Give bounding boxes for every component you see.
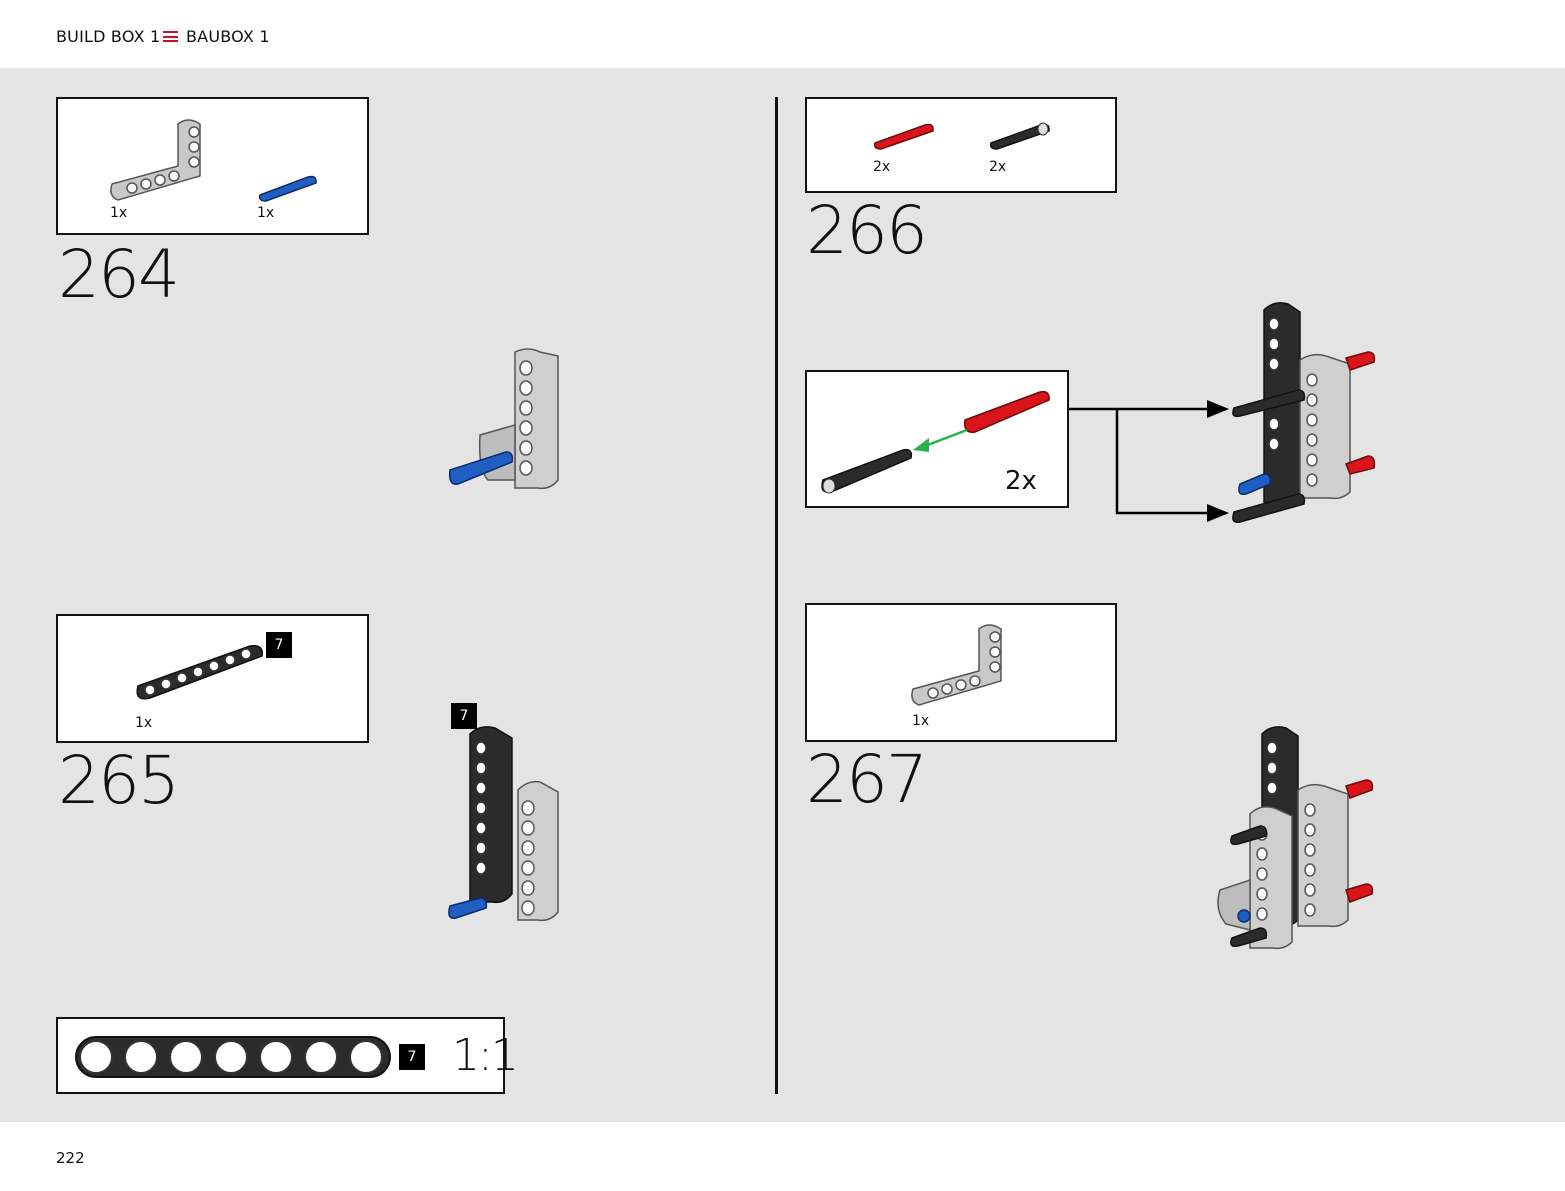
column-divider [775,97,778,1094]
part-qty: 1x [912,713,930,729]
callout-arrows [1069,400,1229,522]
ruler-box: 7 [56,1017,505,1094]
callout-box-step-266: 2x [805,370,1069,508]
assembly-step-265 [448,726,559,922]
callout-illustration [821,390,1050,494]
page-number: 222 [56,1149,85,1167]
red-pin-part-icon [873,123,934,150]
part-qty: 2x [873,159,891,175]
instruction-area [0,68,1565,1122]
header-right-label: BAUBOX 1 [186,27,270,46]
parts-box-step-264: 1x 1x [56,97,369,235]
step-number: 265 [58,742,180,819]
l-beam-part-icon [911,624,1002,706]
ruler-scale-label: 1:1 [452,1030,519,1081]
page-header: BUILD BOX 1 BAUBOX 1 [0,0,1565,68]
assembly-step-264 [448,348,559,490]
beam-length-badge: 7 [451,703,477,729]
l-beam-part-icon [110,119,201,201]
beam-length-badge: 7 [399,1044,425,1070]
parts-box-step-266: 2x 2x [805,97,1117,193]
beam-ruler-icon [75,1036,391,1078]
step-number: 267 [806,741,928,818]
menu-lines-icon [163,31,178,42]
part-qty: 1x [110,205,128,221]
part-qty: 1x [135,715,153,731]
black-beam-part-icon [136,644,263,700]
parts-box-step-267: 1x [805,603,1117,742]
black-pin-part-icon [989,122,1050,150]
part-qty: 1x [257,205,275,221]
parts-box-step-265: 1x 7 [56,614,369,743]
assembly-step-266 [1232,302,1376,524]
header-left-label: BUILD BOX 1 [56,27,161,46]
callout-qty: 2x [1005,466,1037,496]
step-number: 264 [58,236,180,313]
blue-pin-part-icon [258,175,317,202]
beam-length-badge: 7 [266,632,292,658]
part-qty: 2x [989,159,1007,175]
assembly-step-267 [1217,726,1374,950]
step-number: 266 [806,192,928,269]
